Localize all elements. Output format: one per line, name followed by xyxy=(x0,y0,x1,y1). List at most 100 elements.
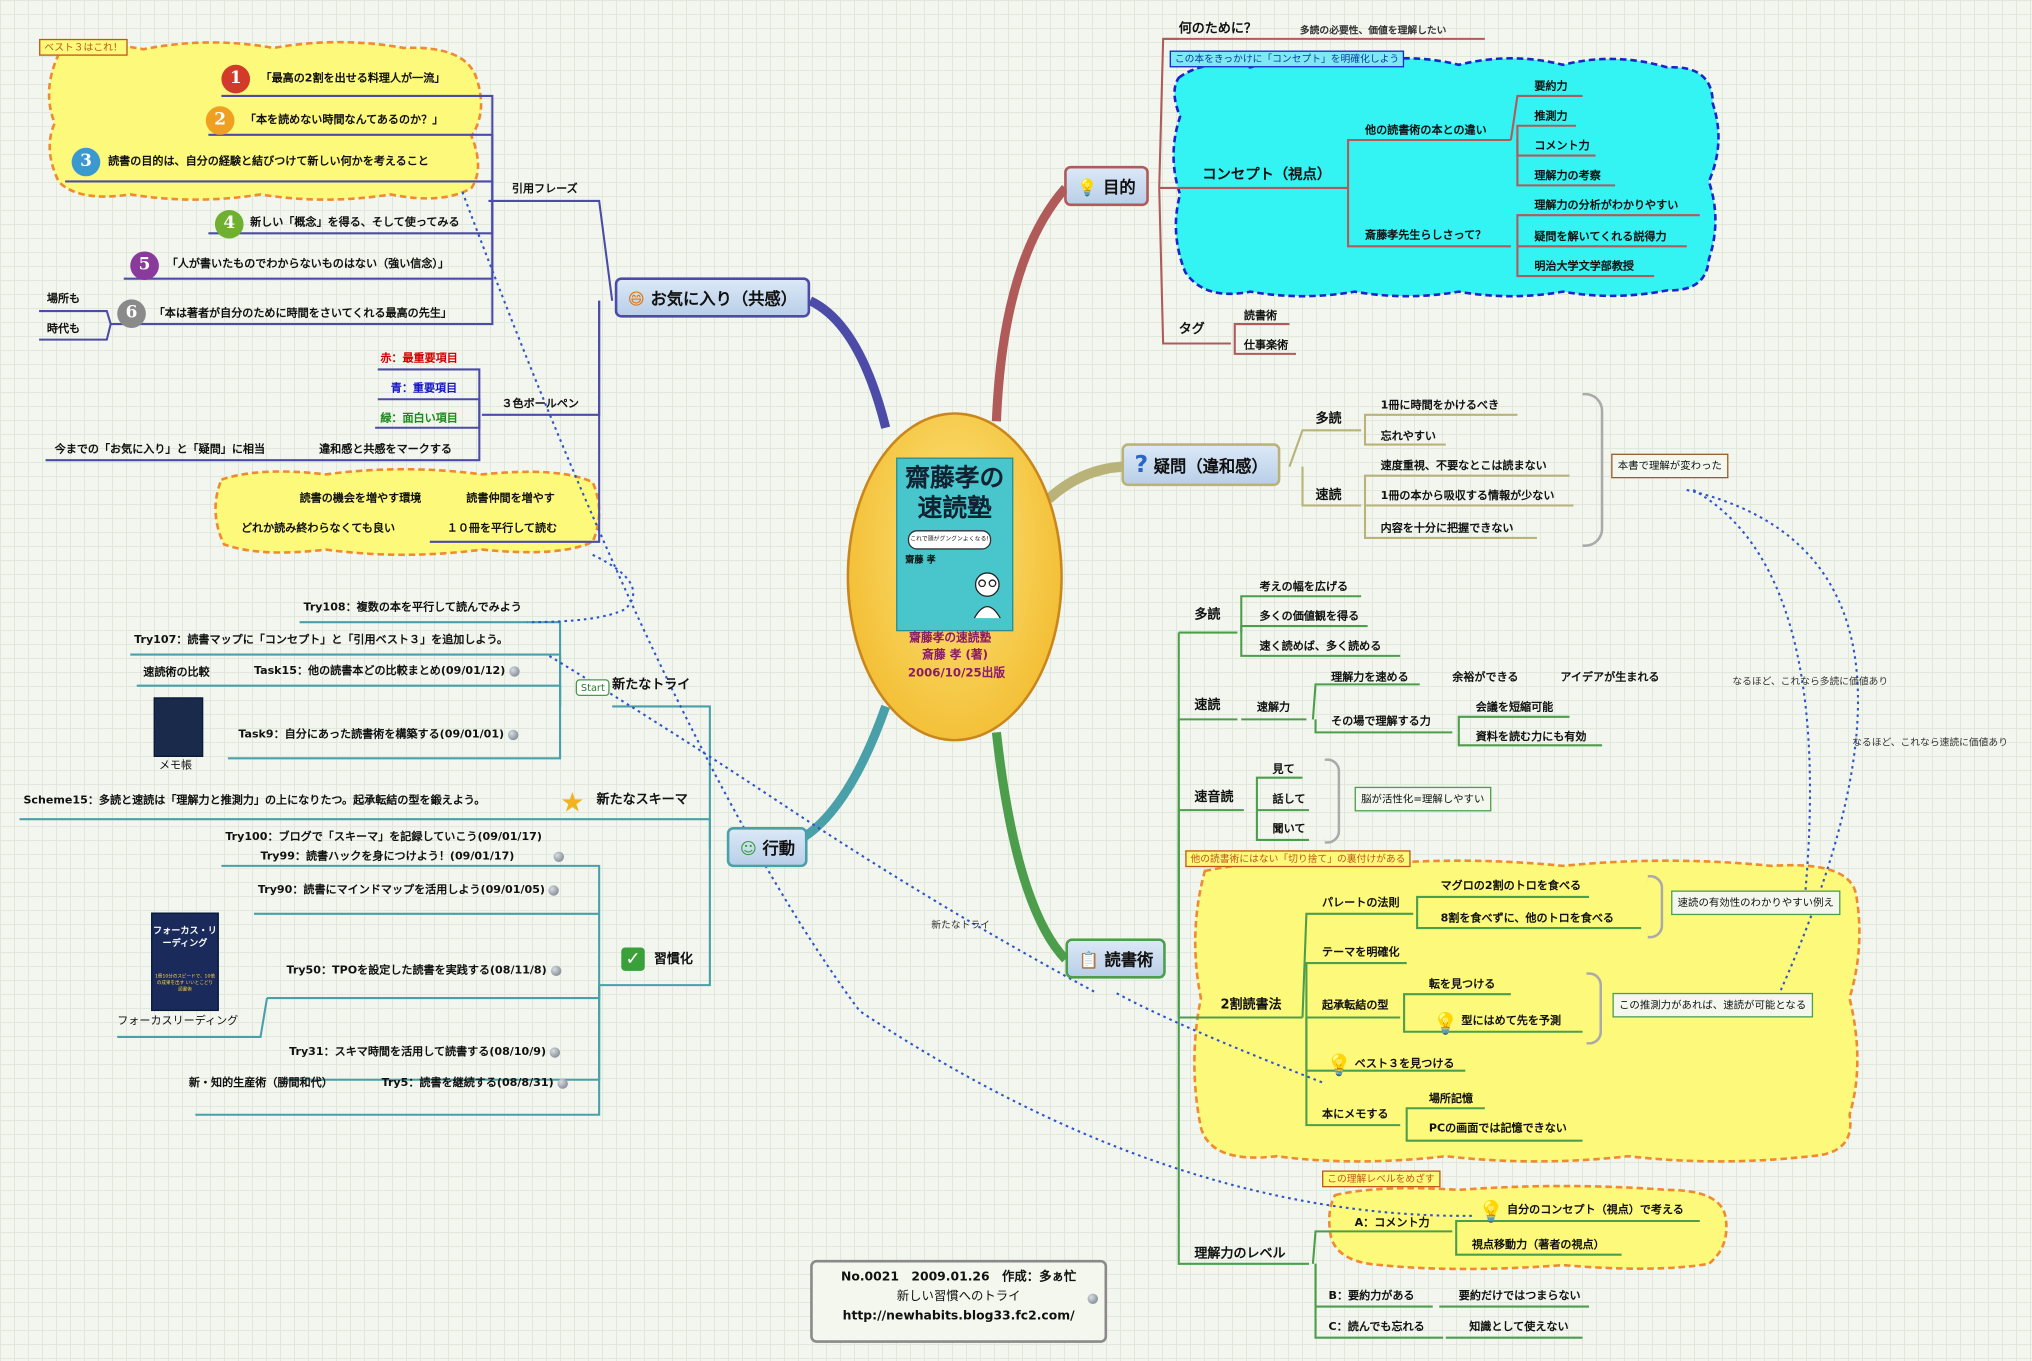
fav-quote-6[interactable]: 「本は著者が自分のために時間をさいてくれる最高の先生」 xyxy=(153,307,452,321)
tech-tadoku-item-2[interactable]: 多くの価値観を得る xyxy=(1259,610,1360,624)
saito-item-persuasion[interactable]: 疑問を解いてくれる説得力 xyxy=(1534,230,1667,244)
fav-pen-blue[interactable]: 青：重要項目 xyxy=(390,382,458,396)
tech-speed[interactable]: 速解力 xyxy=(1256,701,1291,715)
fav-quote-2[interactable]: 「本を読めない時間なんてあるのか？」 xyxy=(244,114,444,128)
doubt-sokudoku-item-3[interactable]: 内容を十分に把握できない xyxy=(1380,522,1514,536)
action-task15-sub[interactable]: 速読術の比較 xyxy=(143,666,210,680)
tech-level-a1[interactable]: 自分のコンセプト（視点）で考える xyxy=(1506,1204,1684,1218)
tech-kisho-1[interactable]: 転を見つける xyxy=(1428,978,1496,992)
doubt-sokudoku-item-2[interactable]: 1冊の本から吸収する情報が少ない xyxy=(1380,489,1555,503)
doubt-changed[interactable]: 本書で理解が変わった xyxy=(1611,453,1729,479)
tech-kisho[interactable]: 起承転結の型 xyxy=(1322,999,1389,1013)
fav-quote[interactable]: 引用フレーズ xyxy=(511,182,578,196)
tech-speed-r3[interactable]: アイデアが生まれる xyxy=(1560,671,1660,685)
tech-wari[interactable]: 2割読書法 xyxy=(1220,998,1282,1013)
doubt-tadoku-item-2[interactable]: 忘れやすい xyxy=(1380,430,1437,444)
tech-kisho-note[interactable]: この推測力があれば、速読が可能となる xyxy=(1612,992,1813,1018)
fav-env-2[interactable]: どれか読み終わらなくても良い xyxy=(240,522,396,536)
action-scheme-head[interactable]: 新たなスキーマ xyxy=(596,793,688,808)
fav-quote-4[interactable]: 新しい「概念」を得る、そして使ってみる xyxy=(250,216,460,230)
fav-quote-1[interactable]: 「最高の2割を出せる料理人が一流」 xyxy=(260,72,446,86)
tech-sokudoku[interactable]: 速読 xyxy=(1194,698,1221,713)
tech-pareto-note[interactable]: 速読の有効性のわかりやすい例え xyxy=(1671,890,1841,916)
action-try99[interactable]: Try99：読書ハックを身につけよう！(09/01/17) xyxy=(261,849,564,865)
tech-level-b[interactable]: B：要約力がある xyxy=(1328,1289,1415,1303)
action-try107[interactable]: Try107：読書マップに「コンセプト」と「引用ベスト３」を追加しよう。 xyxy=(134,633,508,647)
tech-level-b1[interactable]: 要約だけではつまらない xyxy=(1458,1289,1581,1303)
fav-pen-red[interactable]: 赤：最重要項目 xyxy=(380,352,458,366)
tech-memo[interactable]: 本にメモする xyxy=(1322,1108,1389,1122)
fav-quote-6-sub-2[interactable]: 時代も xyxy=(46,322,81,336)
tech-spot-s1[interactable]: 会議を短縮可能 xyxy=(1475,701,1554,715)
tech-speed-r2[interactable]: 余裕ができる xyxy=(1452,671,1519,685)
fav-mark-note[interactable]: 今までの「お気に入り」と「疑問」に相当 xyxy=(54,443,266,457)
doubt-sokudoku-item-1[interactable]: 速度重視、不要なとこは読まない xyxy=(1380,460,1547,474)
tech-onread[interactable]: 速音読 xyxy=(1194,790,1234,805)
tech-theme[interactable]: テーマを明確化 xyxy=(1322,946,1400,960)
doubt-tadoku-item-1[interactable]: 1冊に時間をかけるべき xyxy=(1380,399,1500,413)
fav-env-1b[interactable]: 読書仲間を増やす xyxy=(466,492,555,506)
tech-level-c1[interactable]: 知識として使えない xyxy=(1469,1320,1569,1334)
action-try90[interactable]: Try90：読書にマインドマップを活用しよう(09/01/05) xyxy=(258,883,560,899)
action-try100[interactable]: Try100：ブログで「スキーマ」を記録していこう(09/01/17) xyxy=(225,830,542,846)
tech-onread-see[interactable]: 見て xyxy=(1272,763,1295,777)
tech-kisho-2[interactable]: 型にはめて先を予測 xyxy=(1461,1014,1562,1028)
tech-onread-speak[interactable]: 話して xyxy=(1272,793,1306,807)
saito-item-analysis[interactable]: 理解力の分析がわかりやすい xyxy=(1534,199,1679,213)
branch-purpose[interactable]: 💡 目的 xyxy=(1064,165,1149,207)
tech-memo-1[interactable]: 場所記憶 xyxy=(1428,1092,1474,1106)
tech-pareto[interactable]: パレートの法則 xyxy=(1322,896,1400,910)
tech-pareto-2[interactable]: 8割を食べずに、他のトロを食べる xyxy=(1440,912,1615,926)
tag-node[interactable]: タグ xyxy=(1178,322,1205,338)
tech-spot[interactable]: その場で理解する力 xyxy=(1331,715,1431,729)
diff-item-comment[interactable]: コメント力 xyxy=(1534,139,1590,153)
footer-line-3[interactable]: http://newhabits.blog33.fc2.com/ xyxy=(842,1309,1075,1324)
fav-pen[interactable]: ３色ボールペン xyxy=(501,397,579,411)
action-new-try[interactable]: 新たなトライ xyxy=(612,677,691,693)
tech-brain[interactable]: 脳が活性化=理解しやすい xyxy=(1354,786,1491,812)
diff-item-inference[interactable]: 推測力 xyxy=(1534,110,1568,124)
doubt-sokudoku[interactable]: 速読 xyxy=(1315,488,1342,503)
tech-tadoku-item-3[interactable]: 速く読めば、多く読める xyxy=(1259,640,1382,654)
tech-onread-listen[interactable]: 聞いて xyxy=(1272,823,1306,837)
tech-speed-r1[interactable]: 理解力を速める xyxy=(1331,671,1409,685)
saito-item-professor[interactable]: 明治大学文学部教授 xyxy=(1534,260,1635,274)
diff-node[interactable]: 他の読書術の本との違い xyxy=(1365,124,1487,138)
saito-node[interactable]: 斎藤孝先生らしさって？ xyxy=(1365,229,1487,243)
branch-action[interactable]: ☺ 行動 xyxy=(726,826,809,868)
tech-memo-2[interactable]: PCの画面では記憶できない xyxy=(1428,1122,1567,1136)
action-try50[interactable]: Try50：TPOを設定した読書を実践する(08/11/8) xyxy=(287,963,562,979)
fav-pen-green[interactable]: 緑：面白い項目 xyxy=(380,412,458,426)
purpose-why[interactable]: 何のために？ xyxy=(1178,22,1257,37)
fav-env-1[interactable]: 読書の機会を増やす環境 xyxy=(299,492,422,506)
tech-level-a[interactable]: A：コメント力 xyxy=(1354,1217,1430,1231)
tech-tadoku[interactable]: 多読 xyxy=(1194,607,1221,623)
tech-tadoku-item-1[interactable]: 考えの幅を広げる xyxy=(1259,580,1349,594)
diff-item-comprehension[interactable]: 理解力の考察 xyxy=(1534,169,1601,183)
action-try31[interactable]: Try31：スキマ時間を活用して読書する(08/10/9) xyxy=(289,1045,561,1061)
branch-technique[interactable]: 📋 読書術 xyxy=(1065,938,1167,979)
action-scheme[interactable]: Scheme15：多読と速読は「理解力と推測力」の上になりたつ。起承転結の型を鍛… xyxy=(23,794,486,808)
branch-favorite[interactable]: 😄 お気に入り（共感） xyxy=(614,277,811,318)
tag-item-reading[interactable]: 読書術 xyxy=(1243,309,1278,323)
action-task9[interactable]: Task9：自分にあった読書術を構築する(09/01/01) xyxy=(238,727,519,743)
fav-env-2b[interactable]: １０冊を平行して読む xyxy=(446,522,558,536)
tech-level-a2[interactable]: 視点移動力（著者の視点） xyxy=(1471,1239,1605,1253)
action-habit[interactable]: 習慣化 xyxy=(653,952,693,967)
branch-doubt[interactable]: ? 疑問（違和感） xyxy=(1121,443,1281,487)
tech-spot-s2[interactable]: 資料を読む力にも有効 xyxy=(1475,731,1587,745)
action-try108[interactable]: Try108：複数の本を平行して読んでみよう xyxy=(303,601,522,615)
fav-quote-5[interactable]: 「人が書いたものでわからないものはない（強い信念）」 xyxy=(166,257,450,271)
doubt-tadoku[interactable]: 多読 xyxy=(1315,412,1342,427)
concept-node[interactable]: コンセプト（視点） xyxy=(1202,165,1332,183)
tech-level-c[interactable]: C：読んでも忘れる xyxy=(1328,1320,1425,1334)
tech-level[interactable]: 理解力のレベル xyxy=(1194,1246,1286,1262)
fav-mark[interactable]: 違和感と共感をマークする xyxy=(319,443,452,457)
diff-item-summary[interactable]: 要約力 xyxy=(1534,80,1568,94)
fav-quote-3[interactable]: 読書の目的は、自分の経験と結びつけて新しい何かを考えること xyxy=(108,155,429,169)
purpose-why-value[interactable]: 多読の必要性、価値を理解したい xyxy=(1299,24,1447,37)
action-focus[interactable]: フォーカスリーディング xyxy=(117,1014,239,1028)
action-try5[interactable]: Try5：読書を継続する(08/8/31) xyxy=(382,1076,568,1092)
fav-quote-6-sub-1[interactable]: 場所も xyxy=(46,292,81,306)
tag-item-work[interactable]: 仕事楽術 xyxy=(1243,339,1289,353)
